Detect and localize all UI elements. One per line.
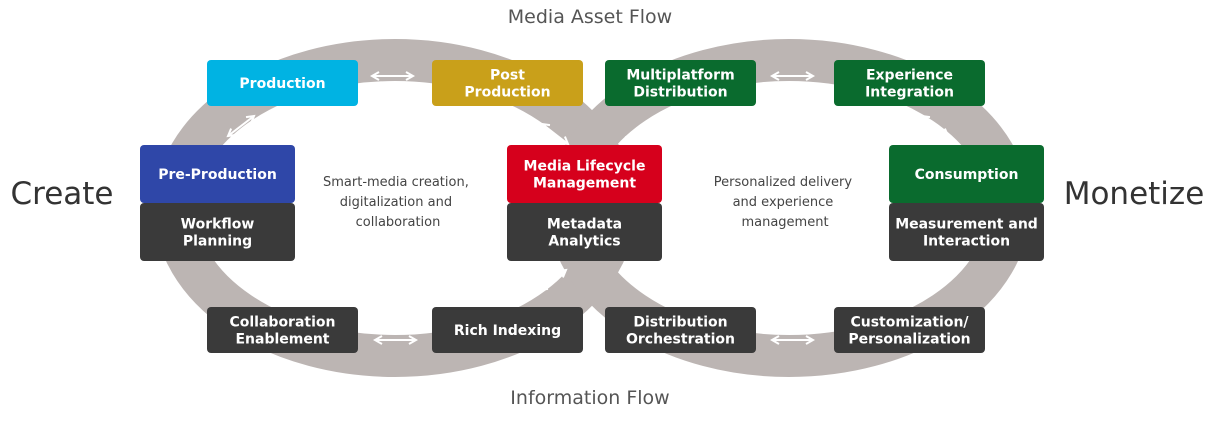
right-note: Personalized delivery and experience man…	[714, 175, 856, 230]
measurement-interaction-box-label-line: Measurement and	[895, 217, 1038, 233]
production-box-label: Production	[239, 76, 325, 92]
right-note-line: Personalized delivery	[714, 175, 853, 190]
left-note-line: Smart-media creation,	[323, 175, 469, 190]
consumption-box-bg	[889, 145, 1044, 203]
workflow-planning-box-label-line: Workflow	[181, 217, 255, 233]
post-production-box-label-line: Post	[490, 68, 525, 84]
arrow-customization-measurement	[918, 268, 948, 292]
post-production-box-label-line: Production	[464, 85, 550, 101]
monetize-label: Monetize	[1064, 176, 1205, 212]
multiplatform-distribution-box-label-line: Multiplatform	[626, 68, 734, 84]
production-box: Production	[207, 60, 358, 106]
multiplatform-distribution-box-label-line: Distribution	[633, 85, 727, 101]
workflow-planning-box-bg	[140, 203, 295, 261]
rich-indexing-box-bg	[432, 307, 583, 353]
arrow-multiplatform-mlm	[621, 122, 651, 146]
experience-integration-box-label-line: Experience	[866, 68, 953, 84]
connector-arrows	[226, 71, 950, 345]
left-note: Smart-media creation, digitalization and…	[323, 175, 473, 230]
media-lifecycle-management-box-label-line: Management	[533, 176, 636, 192]
information-flow-label: Information Flow	[510, 387, 669, 409]
metadata-analytics-box-label-line: Analytics	[548, 234, 620, 250]
arrow-production-post	[369, 71, 416, 81]
collaboration-enablement-box-bg	[207, 307, 358, 353]
metadata-analytics-box-label-line: Metadata	[547, 217, 622, 233]
customization-personalization-box-label-line: Customization/	[850, 315, 969, 331]
post-production-box-bg	[432, 60, 583, 106]
arrow-collaboration-indexing	[372, 335, 419, 345]
media-lifecycle-management-box-bg	[507, 145, 662, 203]
create-label: Create	[10, 176, 113, 212]
metadata-analytics-box-bg	[507, 203, 662, 261]
arrow-distribution-customization	[769, 335, 816, 345]
workflow-planning-box-label-line: Planning	[183, 234, 252, 250]
arrow-metadata-distribution	[621, 268, 651, 292]
rich-indexing-box-label: Rich Indexing	[454, 323, 561, 339]
measurement-interaction-box-bg	[889, 203, 1044, 261]
experience-integration-box-label-line: Integration	[865, 85, 954, 101]
collaboration-enablement-box-label-line: Enablement	[235, 332, 329, 348]
arrow-indexing-metadata	[538, 268, 568, 292]
production-box-label-line: Production	[239, 76, 325, 92]
distribution-orchestration-box-label-line: Orchestration	[626, 332, 735, 348]
distribution-orchestration-box-label-line: Distribution	[633, 315, 727, 331]
media-lifecycle-management-box-label-line: Media Lifecycle	[524, 159, 646, 175]
distribution-orchestration-box-bg	[605, 307, 756, 353]
production-box-bg	[207, 60, 358, 106]
customization-personalization-box: Customization/Personalization	[834, 307, 985, 353]
rich-indexing-box-label-line: Rich Indexing	[454, 323, 561, 339]
consumption-box-label: Consumption	[915, 167, 1019, 183]
customization-personalization-box-bg	[834, 307, 985, 353]
left-note-line: collaboration	[356, 215, 441, 230]
arrow-preprod-production	[226, 114, 256, 138]
pre-production-box-label: Pre-Production	[158, 167, 277, 183]
rich-indexing-box: Rich Indexing	[432, 307, 583, 353]
pre-production-box: Pre-Production	[140, 145, 295, 203]
arrow-post-multiplatform	[540, 122, 570, 146]
experience-integration-box-bg	[834, 60, 985, 106]
right-note-line: management	[741, 215, 828, 230]
arrow-multiplatform-experience	[769, 71, 816, 81]
arrow-workflow-collaboration	[226, 268, 256, 292]
right-note-line: and experience	[733, 195, 834, 210]
arrow-experience-consumption	[920, 114, 950, 138]
pre-production-box-label-line: Pre-Production	[158, 167, 277, 183]
measurement-interaction-box-label-line: Interaction	[923, 234, 1010, 250]
left-note-line: digitalization and	[340, 195, 452, 210]
multiplatform-distribution-box-bg	[605, 60, 756, 106]
collaboration-enablement-box-label-line: Collaboration	[229, 315, 335, 331]
customization-personalization-box-label-line: Personalization	[848, 332, 970, 348]
consumption-box-label-line: Consumption	[915, 167, 1019, 183]
consumption-box: Consumption	[889, 145, 1044, 203]
diagram-title: Media Asset Flow	[508, 6, 672, 28]
customization-personalization-box-label: Customization/Personalization	[848, 315, 970, 348]
pre-production-box-bg	[140, 145, 295, 203]
